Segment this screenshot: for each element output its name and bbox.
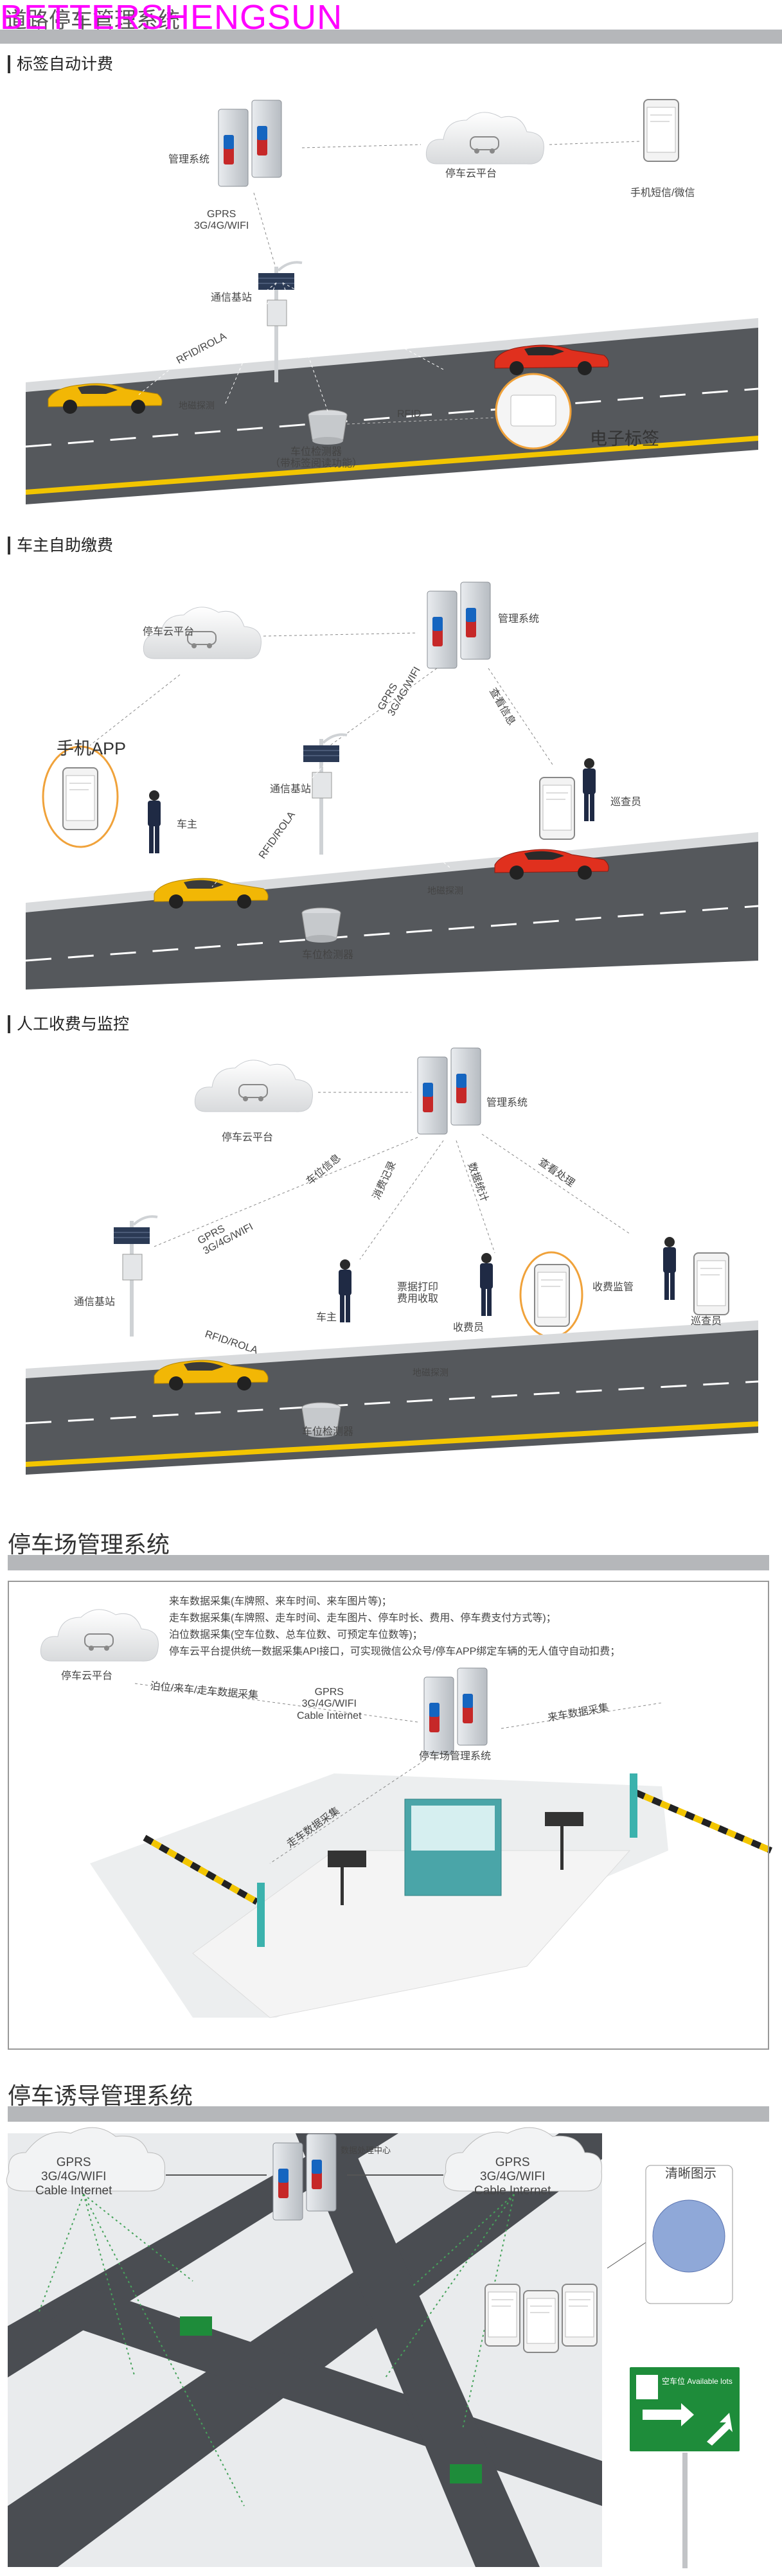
- sign-label: 空车位 Available lots: [662, 2377, 733, 2386]
- section3-art: [25, 1047, 759, 1475]
- notes-list: 来车数据采集(车牌照、来车时间、来车图片等)； 走车数据采集(车牌照、走车时间、…: [169, 1594, 620, 1660]
- title-bar: [0, 30, 782, 44]
- section4-art: [40, 1608, 772, 2018]
- section4-frame: [8, 1581, 769, 2050]
- cloud-label: 停车云平台: [143, 626, 195, 637]
- server-label: 管理系统: [498, 614, 540, 625]
- app-phone-icon: [62, 767, 98, 830]
- server-label: 管理系统: [168, 154, 210, 165]
- phone-icon: [484, 2284, 520, 2347]
- section5-art: [6, 2127, 742, 2568]
- server-icon: [427, 582, 491, 669]
- cloud-label: 停车云平台: [445, 168, 497, 179]
- server-label: 数据处理中心: [341, 2145, 391, 2155]
- detector-icon: [308, 409, 348, 445]
- patrol-label: 巡查员: [610, 797, 642, 808]
- cloud-right-label: GPRS 3G/4G/WIFI Cable Internet: [474, 2156, 551, 2198]
- detector-label: 车位检测器 （带标签阅读功能）: [270, 447, 363, 470]
- server-icon: [417, 1047, 481, 1135]
- watermark: BETTERSHENGSUN: [0, 0, 343, 37]
- section2-art: [25, 582, 759, 990]
- base-station-pole: [112, 1215, 159, 1338]
- section4-bar: [8, 1555, 769, 1570]
- print-label: 票据打印 费用收取: [397, 1282, 439, 1305]
- owner-label: 车主: [316, 1312, 337, 1323]
- collector-phone-icon: [534, 1264, 570, 1327]
- section2-subtitle: 车主自助缴费: [8, 537, 113, 555]
- owner-label: 车主: [177, 819, 198, 830]
- section1-art: [25, 99, 759, 504]
- note-item: 走车数据采集(车牌照、走车时间、走车图片、停车时长、费用、停车费支付方式等)；: [169, 1613, 556, 1624]
- page-title: 道路停车管理系统: [5, 8, 180, 33]
- network-label: GPRS 3G/4G/WIFI Cable Internet: [297, 1687, 362, 1721]
- owner-person: [148, 790, 161, 853]
- app-label: 手机APP: [57, 739, 127, 758]
- section4-title: 停车场管理系统: [8, 1531, 170, 1558]
- detector-label: 车位检测器: [302, 950, 354, 961]
- cloud-left-label: GPRS 3G/4G/WIFI Cable Internet: [35, 2156, 112, 2198]
- owner-person: [339, 1259, 351, 1322]
- cloud-icon: [425, 111, 545, 165]
- detector-label: 车位检测器: [302, 1426, 354, 1437]
- patrol-person: [663, 1237, 676, 1300]
- patrol-label: 巡查员: [691, 1316, 722, 1327]
- monitor-label: 收费监管: [592, 1282, 634, 1293]
- section3-subtitle: 人工收费与监控: [8, 1015, 129, 1033]
- cloud-label: 停车云平台: [61, 1671, 113, 1682]
- tag-label: 电子标签: [590, 429, 659, 449]
- base-station-label: 通信基站: [74, 1297, 116, 1308]
- network-label: GPRS 3G/4G/WIFI: [194, 209, 249, 232]
- collector-person: [480, 1253, 493, 1316]
- base-station-label: 通信基站: [270, 784, 312, 795]
- patrol-person: [583, 758, 596, 821]
- phone-icon: [562, 2284, 598, 2347]
- patrol-phone-icon: [539, 777, 575, 840]
- base-station-label: 通信基站: [211, 292, 253, 303]
- section5-title: 停车诱导管理系统: [8, 2083, 193, 2109]
- rfid2-label: RFID: [397, 409, 422, 420]
- server-icon: [218, 100, 282, 187]
- cloud-label: 停车云平台: [222, 1132, 274, 1143]
- map-title: 清晰图示: [665, 2167, 716, 2181]
- phone-label: 手机短信/微信: [630, 188, 695, 199]
- probe-label: 地磁探测: [179, 400, 215, 411]
- phone-icon: [643, 99, 679, 162]
- note-item: 停车云平台提供统一数据采集API接口，可实现微信公众号/停车APP绑定车辆的无人…: [169, 1646, 621, 1657]
- note-item: 来车数据采集(车牌照、来车时间、来车图片等)；: [169, 1596, 392, 1607]
- detector-icon: [301, 907, 341, 943]
- note-item: 泊位数据采集(空车位数、总车位数、可预定车位数等)；: [169, 1630, 423, 1640]
- server-label: 管理系统: [486, 1097, 528, 1108]
- server-label: 停车场管理系统: [419, 1751, 492, 1762]
- patrol-phone-icon: [693, 1252, 729, 1315]
- collector-label: 收费员: [453, 1322, 484, 1333]
- phone-icon: [523, 2290, 559, 2353]
- probe-label: 地磁探测: [427, 885, 463, 896]
- probe-label: 地磁探测: [413, 1367, 449, 1378]
- cloud-icon: [194, 1059, 314, 1113]
- section5-bar: [8, 2106, 769, 2122]
- section1-subtitle: 标签自动计费: [8, 55, 113, 73]
